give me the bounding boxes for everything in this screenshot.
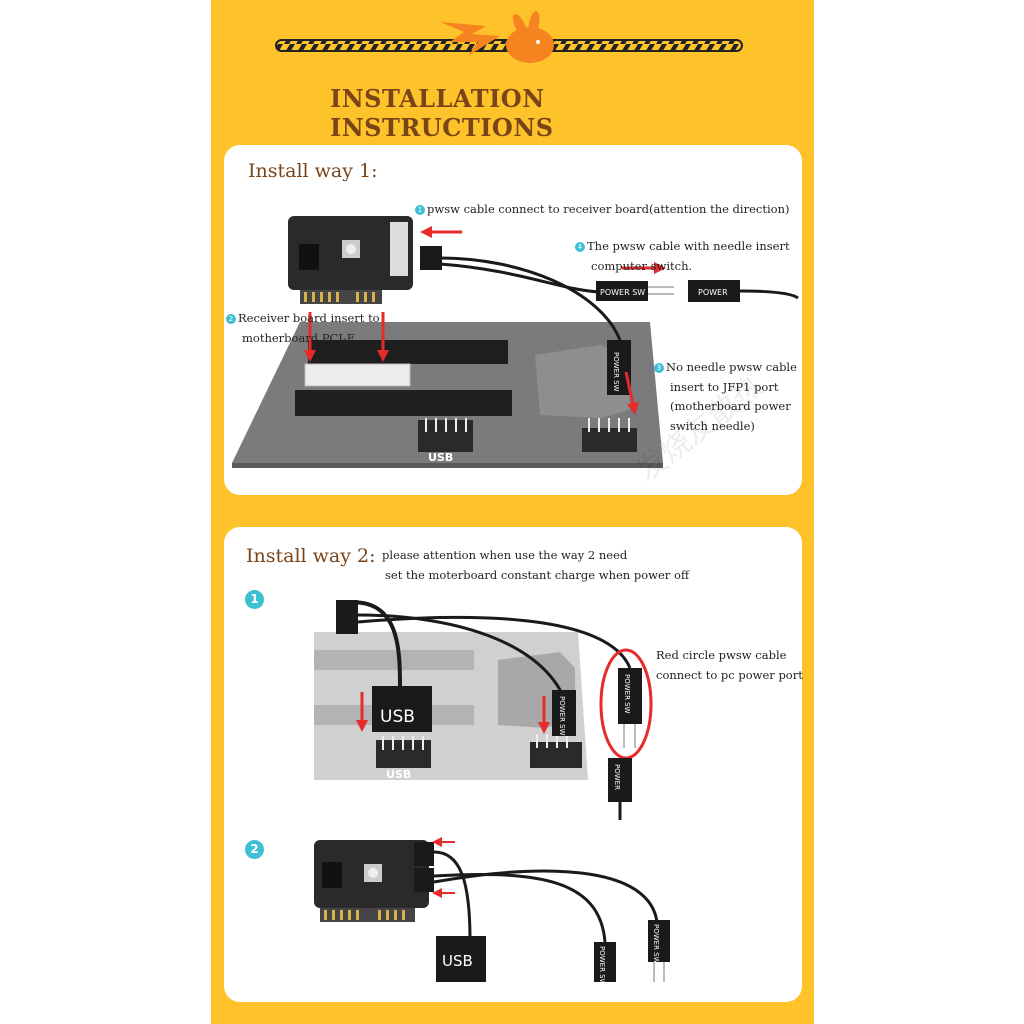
svg-text:POWER SW: POWER SW xyxy=(600,288,645,297)
pcie-slot-2 xyxy=(295,390,512,416)
svg-text:POWER SW: POWER SW xyxy=(652,924,660,964)
way-1-title: Install way 1: xyxy=(248,160,378,182)
rabbit-logo-icon xyxy=(440,11,554,63)
way-2-note: please attention when use the way 2 need… xyxy=(382,548,690,582)
usb-plug-2 xyxy=(436,936,486,982)
svg-text:POWER: POWER xyxy=(698,288,728,297)
pcie-slot xyxy=(308,340,508,364)
way-2-step-1-badge: 1 xyxy=(245,590,264,609)
svg-text:POWER SW: POWER SW xyxy=(612,352,620,392)
way-2-step-2-badge: 2 xyxy=(245,840,264,859)
svg-text:POWER SW: POWER SW xyxy=(623,674,631,714)
red-circle-note: Red circle pwsw cable connect to pc powe… xyxy=(656,648,803,682)
white-slot xyxy=(304,363,411,387)
svg-text:POWER: POWER xyxy=(613,764,621,790)
power-sw-vertical-connector xyxy=(607,340,631,395)
svg-text:POWER SW: POWER SW xyxy=(598,946,606,986)
power-connector-2 xyxy=(608,758,632,802)
power-sw-connector xyxy=(596,281,648,301)
pwsw-connector xyxy=(618,668,642,724)
svg-text:POWER SW: POWER SW xyxy=(558,696,566,736)
way-2-title: Install way 2: xyxy=(246,545,376,567)
svg-text:USB: USB xyxy=(386,768,411,781)
svg-text:USB: USB xyxy=(442,952,473,970)
chipset xyxy=(535,345,630,418)
page-title: INSTALLATION INSTRUCTIONS xyxy=(330,84,554,142)
svg-text:USB: USB xyxy=(380,707,415,727)
power-connector xyxy=(688,280,740,302)
usb-plug xyxy=(372,686,432,732)
usb-label-1: USB xyxy=(428,451,453,464)
cable-connector xyxy=(420,246,442,270)
header-banner xyxy=(275,11,743,63)
